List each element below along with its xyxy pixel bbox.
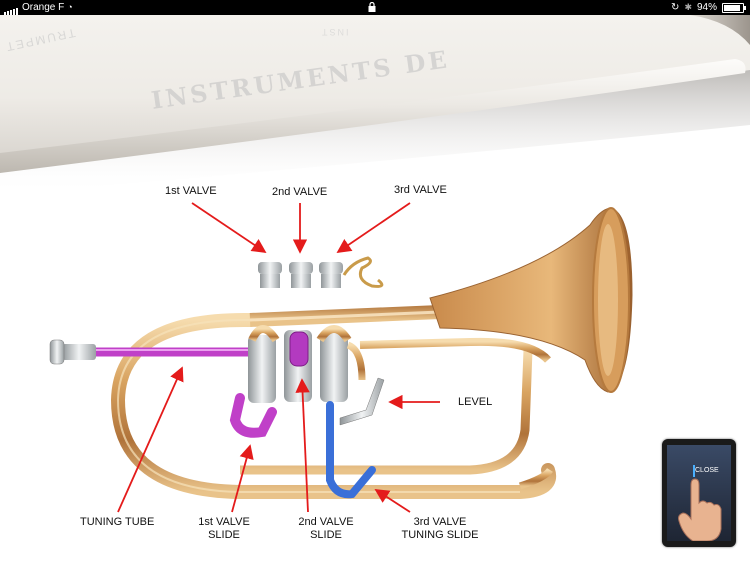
label-3rd-valve-tuning-slide-line1: 3rd VALVE bbox=[413, 516, 467, 528]
label-3rd-valve-tuning-slide: 3rd VALVE TUNING SLIDE bbox=[398, 516, 482, 542]
label-2nd-valve: 2nd VALVE bbox=[272, 186, 328, 198]
lower-tube bbox=[240, 349, 533, 475]
annotation-arrows bbox=[117, 202, 440, 513]
status-bar: Orange F ◔ ↻ ✱ 94% bbox=[0, 0, 750, 15]
bell bbox=[429, 207, 633, 393]
signal-icon bbox=[4, 0, 19, 15]
close-button[interactable]: CLOSE bbox=[662, 439, 736, 547]
page-curl[interactable]: INSTRUMENTS DE TRUMPET INST bbox=[0, 15, 750, 195]
close-label: CLOSE bbox=[695, 467, 719, 474]
label-2nd-valve-slide: 2nd VALVE SLIDE bbox=[296, 516, 356, 542]
label-3rd-valve: 3rd VALVE bbox=[394, 184, 447, 196]
label-1st-valve: 1st VALVE bbox=[165, 185, 217, 197]
mouthpiece bbox=[49, 339, 96, 365]
label-tuning-tube: TUNING TUBE bbox=[80, 516, 155, 528]
second-valve-slide bbox=[289, 331, 309, 367]
lever bbox=[339, 377, 385, 426]
label-3rd-valve-tuning-slide-line2: TUNING SLIDE bbox=[401, 529, 479, 541]
valve-caps bbox=[258, 256, 384, 288]
label-1st-valve-slide-line1: 1st VALVE bbox=[198, 516, 250, 528]
label-1st-valve-slide: 1st VALVE SLIDE bbox=[196, 516, 252, 542]
close-screen: CLOSE bbox=[667, 445, 731, 541]
label-level: LEVEL bbox=[458, 396, 493, 408]
battery-percent: 94% bbox=[696, 2, 717, 13]
status-left: Orange F ◔ bbox=[4, 0, 73, 15]
rotation-lock-icon: ↻ bbox=[671, 2, 680, 13]
first-valve-slide bbox=[229, 393, 277, 438]
wifi-icon: ◔ bbox=[67, 2, 73, 12]
bluetooth-icon: ✱ bbox=[684, 2, 692, 12]
close-indicator bbox=[693, 465, 695, 477]
label-2nd-valve-slide-line2: SLIDE bbox=[310, 529, 342, 541]
finger-tap-icon bbox=[678, 478, 722, 541]
battery-icon bbox=[722, 2, 746, 13]
lock-icon bbox=[368, 1, 376, 17]
carrier-label: Orange F bbox=[22, 2, 65, 13]
label-1st-valve-slide-line2: SLIDE bbox=[208, 529, 240, 541]
third-valve-slide bbox=[326, 401, 376, 499]
status-right: ↻ ✱ 94% bbox=[671, 0, 746, 15]
label-2nd-valve-slide-line1: 2nd VALVE bbox=[298, 516, 354, 528]
